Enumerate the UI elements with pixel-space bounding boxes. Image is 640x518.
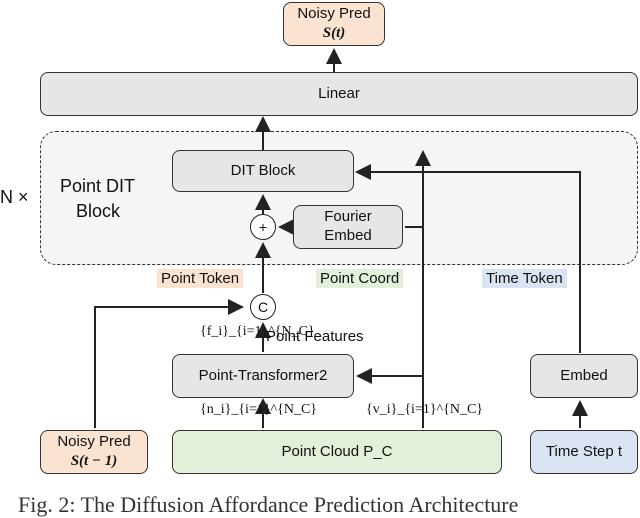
concat-symbol: C bbox=[257, 299, 269, 315]
embed-label: Embed bbox=[560, 366, 608, 384]
noisy-pred-output-box: Noisy Pred S(t) bbox=[283, 2, 385, 46]
linear-label: Linear bbox=[318, 84, 360, 102]
noisy-pred-input-line1: Noisy Pred bbox=[57, 433, 131, 451]
fourier-embed-line2: Embed bbox=[324, 227, 372, 244]
point-transformer2-box: Point-Transformer2 bbox=[172, 354, 354, 398]
point-token-tag: Point Token bbox=[157, 269, 244, 288]
noisy-pred-output-line1: Noisy Pred bbox=[297, 5, 371, 23]
noisy-pred-output-line2: S(t) bbox=[322, 25, 346, 41]
point-coord-tag: Point Coord bbox=[316, 269, 404, 288]
time-token-tag: Time Token bbox=[482, 269, 567, 288]
dit-block-label: DIT Block bbox=[230, 161, 296, 179]
figure-caption: Fig. 2: The Diffusion Affordance Predict… bbox=[18, 492, 519, 517]
noisy-pred-input-box: Noisy Pred S(t − 1) bbox=[40, 430, 148, 474]
connector-arrows bbox=[94, 48, 588, 428]
plus-symbol: + bbox=[258, 219, 268, 235]
dit-region-title-line1: Point DIT bbox=[60, 176, 136, 196]
time-step-box: Time Step t bbox=[530, 430, 638, 474]
point-cloud-label: Point Cloud P_C bbox=[281, 442, 393, 460]
concat-circle-icon: C bbox=[250, 294, 276, 320]
point-features-label: Point Features bbox=[266, 328, 364, 345]
fourier-embed-line1: Fourier bbox=[324, 208, 372, 226]
dit-block-box: DIT Block bbox=[172, 150, 354, 192]
velocity-math: {v_i}_{i=1}^{N_C} bbox=[366, 402, 484, 417]
repeat-marker: N × bbox=[0, 187, 29, 207]
embed-box: Embed bbox=[530, 354, 638, 398]
normals-math: {n_i}_{i=1}^{N_C} bbox=[200, 402, 318, 417]
linear-layer-box: Linear bbox=[40, 72, 638, 116]
fourier-embed-box: Fourier Embed bbox=[293, 205, 403, 249]
point-features-math: {f_i}_{i=1}^{N_C} bbox=[200, 324, 315, 339]
point-cloud-box: Point Cloud P_C bbox=[172, 430, 502, 474]
time-step-label: Time Step t bbox=[545, 442, 623, 460]
plus-circle-icon: + bbox=[250, 214, 276, 240]
dit-region-title-line2: Block bbox=[76, 201, 121, 221]
noisy-pred-input-line2: S(t − 1) bbox=[70, 453, 118, 469]
point-transformer2-label: Point-Transformer2 bbox=[198, 366, 328, 384]
